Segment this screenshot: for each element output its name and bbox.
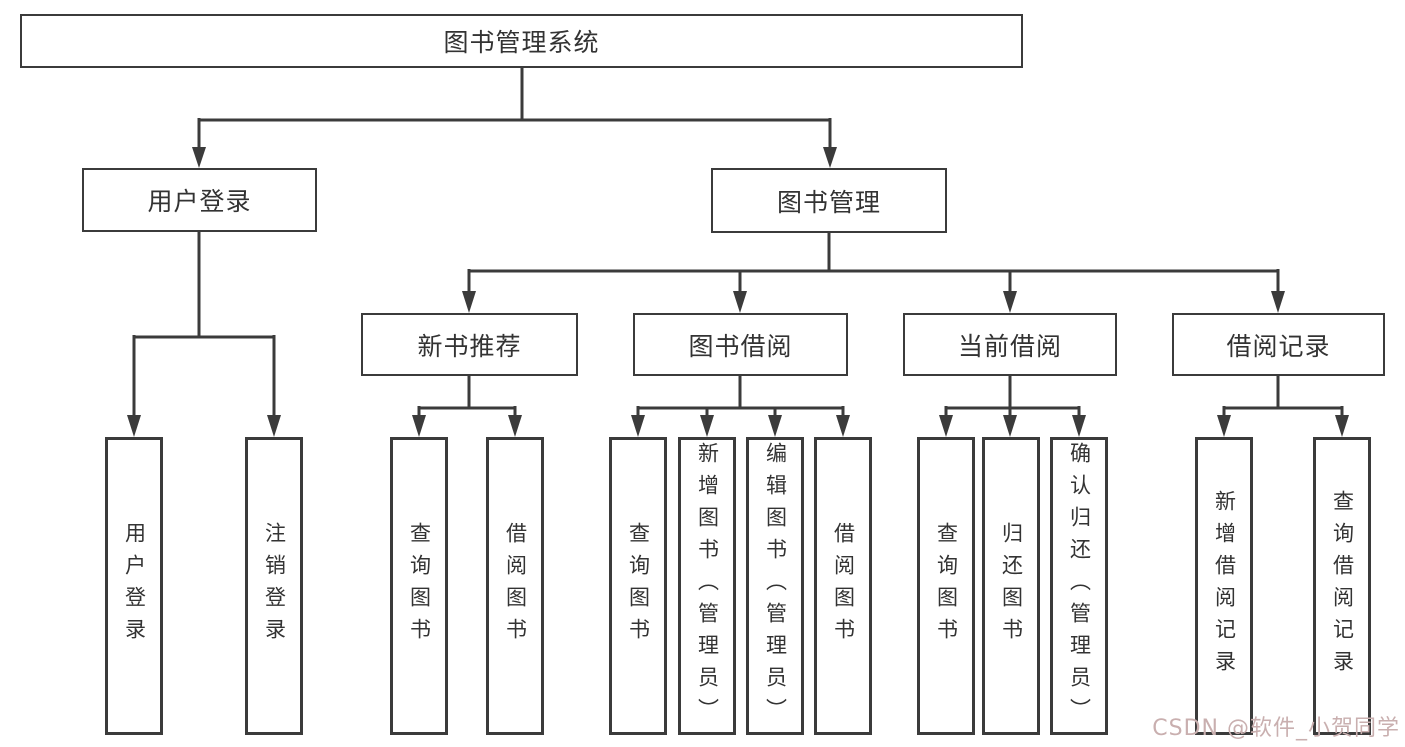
- leaf-return-books: 归还图书: [982, 437, 1040, 735]
- leaf-confirm-return-admin: 确认归还（管理员）: [1050, 437, 1108, 735]
- node-label: 当前借阅: [957, 331, 1062, 361]
- leaf-label: 借阅图书: [831, 522, 856, 650]
- arrowheads: [127, 147, 1349, 437]
- leaf-add-books-admin: 新增图书（管理员）: [678, 437, 736, 735]
- leaf-query-books-borrowing: 查询图书: [609, 437, 667, 735]
- node-label: 用户登录: [147, 187, 252, 216]
- leaf-label: 新增借阅记录: [1212, 490, 1237, 682]
- leaf-borrow-books-recommend: 借阅图书: [486, 437, 544, 735]
- leaf-query-books-recommend: 查询图书: [390, 437, 448, 735]
- node-borrowing-records: 借阅记录: [1172, 313, 1385, 376]
- node-root-system: 图书管理系统: [20, 14, 1023, 68]
- leaf-label: 查询借阅记录: [1330, 490, 1355, 682]
- leaf-label: 新增图书（管理员）: [695, 442, 720, 730]
- leaf-edit-books-admin: 编辑图书（管理员）: [746, 437, 804, 735]
- leaf-borrow-books-borrowing: 借阅图书: [814, 437, 872, 735]
- leaf-logout: 注销登录: [245, 437, 303, 735]
- leaf-label: 编辑图书（管理员）: [763, 442, 788, 730]
- node-book-management-branch: 图书管理: [711, 168, 947, 233]
- node-current-borrowing: 当前借阅: [903, 313, 1117, 376]
- node-new-book-recommend: 新书推荐: [361, 313, 578, 376]
- leaf-user-login: 用户登录: [105, 437, 163, 735]
- node-book-borrowing: 图书借阅: [633, 313, 848, 376]
- node-label: 新书推荐: [417, 331, 522, 361]
- leaf-label: 查询图书: [407, 522, 432, 650]
- csdn-watermark: CSDN @软件_小贺同学: [1152, 716, 1400, 741]
- leaf-label: 确认归还（管理员）: [1067, 442, 1092, 730]
- leaf-label: 用户登录: [122, 522, 147, 650]
- leaf-query-books-current: 查询图书: [917, 437, 975, 735]
- leaf-query-borrow-record: 查询借阅记录: [1313, 437, 1371, 735]
- connector-stems: [132, 68, 1344, 418]
- leaf-label: 归还图书: [999, 522, 1024, 650]
- leaf-label: 借阅图书: [503, 522, 528, 650]
- leaf-label: 查询图书: [934, 522, 959, 650]
- node-label: 借阅记录: [1226, 331, 1331, 361]
- node-label: 图书管理系统: [443, 28, 600, 57]
- node-user-login-branch: 用户登录: [82, 168, 317, 232]
- leaf-add-borrow-record: 新增借阅记录: [1195, 437, 1253, 735]
- leaf-label: 注销登录: [262, 522, 287, 650]
- leaf-label: 查询图书: [626, 522, 651, 650]
- node-label: 图书借阅: [688, 331, 793, 361]
- node-label: 图书管理: [776, 187, 881, 217]
